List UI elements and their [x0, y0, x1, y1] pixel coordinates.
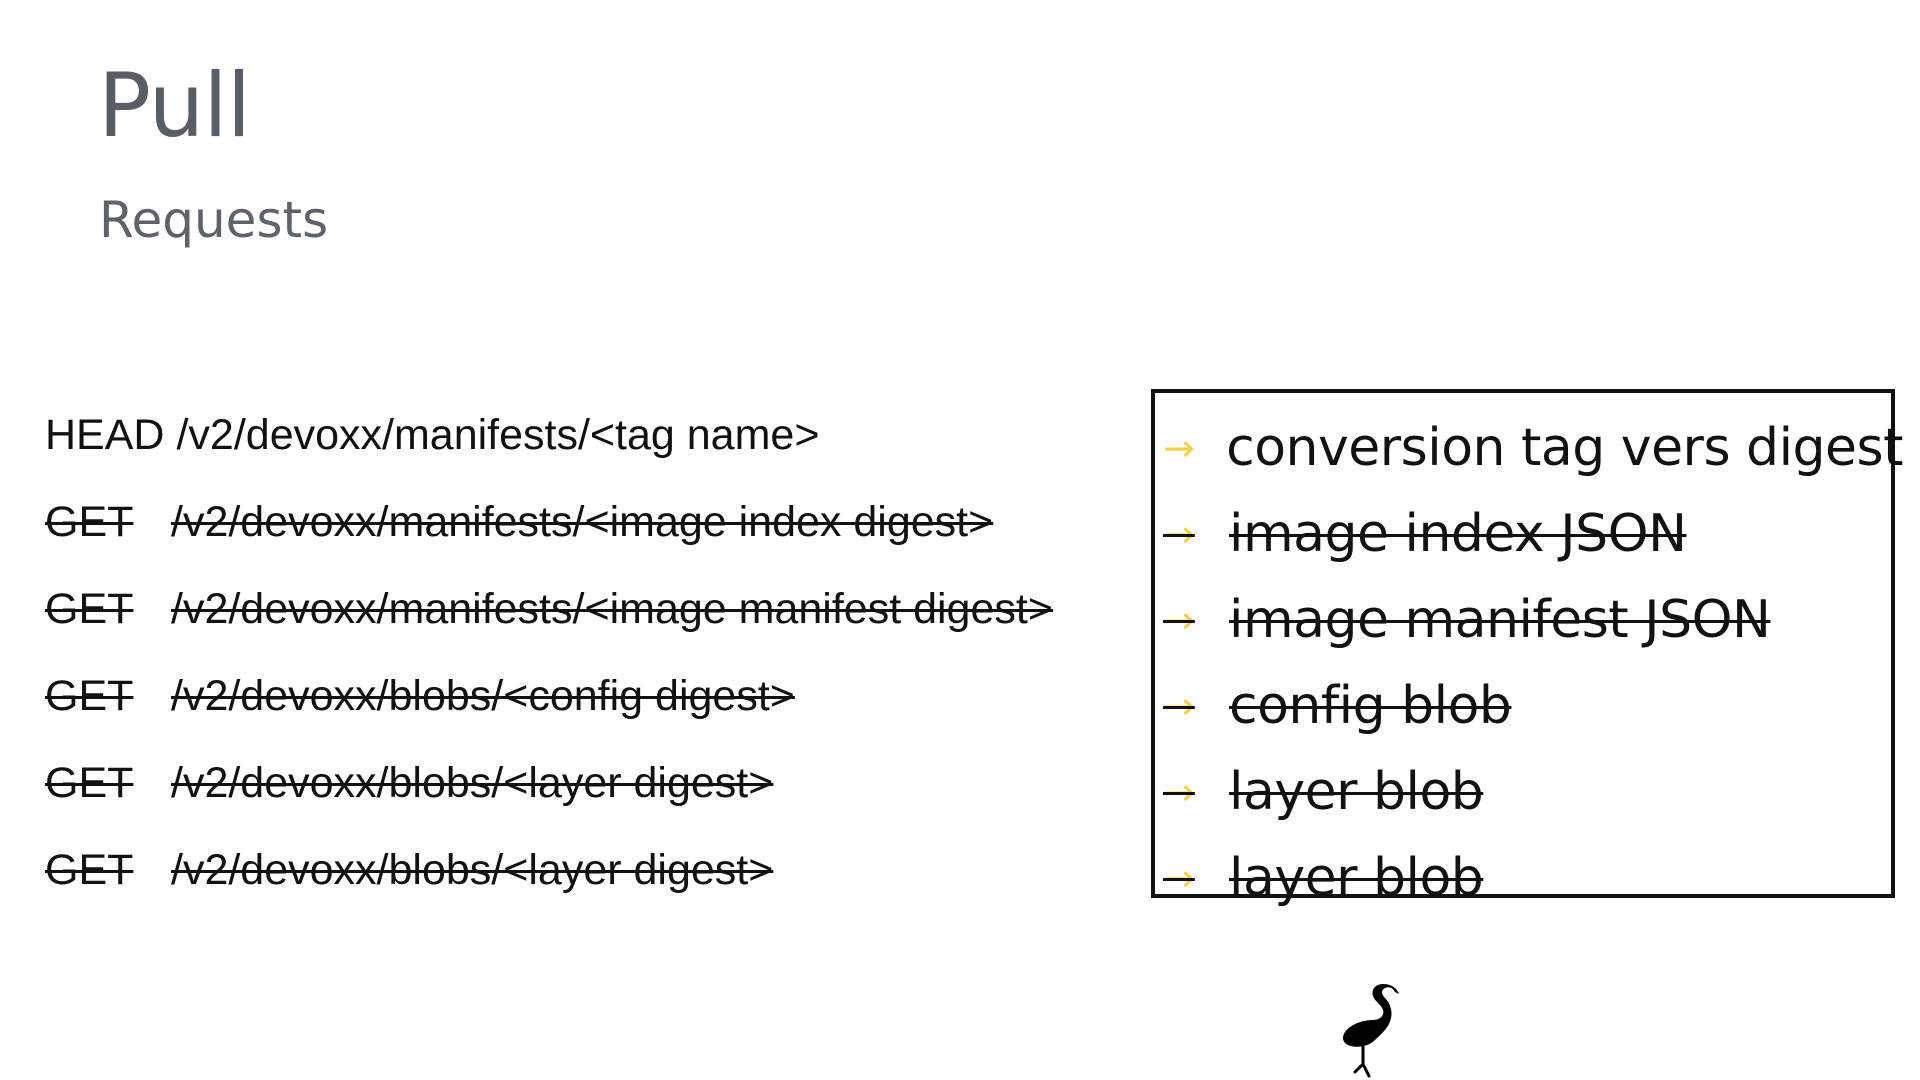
- request-row: GET /v2/devoxx/blobs/<layer digest>: [45, 827, 1135, 914]
- response-row: → image index JSON: [1163, 491, 1903, 577]
- request-path: /v2/devoxx/manifests/<tag name>: [176, 411, 820, 459]
- request-method: GET: [45, 759, 134, 807]
- response-text: layer blob: [1229, 848, 1484, 908]
- arrow-right-icon: →: [1163, 770, 1195, 814]
- response-row: → config blob: [1163, 663, 1903, 749]
- request-method: GET: [45, 672, 134, 720]
- page-title: Pull: [98, 54, 251, 157]
- arrow-right-icon: →: [1163, 598, 1195, 642]
- request-row: GET /v2/devoxx/manifests/<image manifest…: [45, 566, 1135, 653]
- request-row: GET /v2/devoxx/blobs/<config digest>: [45, 653, 1135, 740]
- response-row: → image manifest JSON: [1163, 577, 1903, 663]
- request-method: GET: [45, 498, 134, 546]
- response-text: layer blob: [1229, 762, 1484, 822]
- response-text: config blob: [1229, 676, 1512, 736]
- response-text: image index JSON: [1229, 504, 1687, 564]
- page-subtitle: Requests: [99, 191, 329, 249]
- arrow-right-icon: →: [1163, 856, 1195, 900]
- arrow-right-icon: →: [1163, 512, 1195, 556]
- request-method: GET: [45, 846, 134, 894]
- response-text: image manifest JSON: [1229, 590, 1771, 650]
- arrow-right-icon: →: [1163, 426, 1195, 470]
- response-row: → layer blob: [1163, 835, 1903, 921]
- request-row: GET /v2/devoxx/manifests/<image index di…: [45, 479, 1135, 566]
- request-path: /v2/devoxx/blobs/<layer digest>: [171, 846, 774, 894]
- request-path: /v2/devoxx/blobs/<config digest>: [171, 672, 795, 720]
- flamingo-icon: [1343, 984, 1399, 1078]
- request-row: HEAD /v2/devoxx/manifests/<tag name>: [45, 392, 1135, 479]
- request-path: /v2/devoxx/manifests/<image index digest…: [171, 498, 994, 546]
- arrow-right-icon: →: [1163, 684, 1195, 728]
- request-path: /v2/devoxx/manifests/<image manifest dig…: [171, 585, 1053, 633]
- response-box: → conversion tag vers digest → image ind…: [1151, 389, 1903, 908]
- request-method: GET: [45, 585, 134, 633]
- response-text: conversion tag vers digest: [1226, 418, 1903, 478]
- request-method: HEAD: [45, 411, 165, 459]
- request-list: HEAD /v2/devoxx/manifests/<tag name> GET…: [45, 392, 1135, 914]
- request-row: GET /v2/devoxx/blobs/<layer digest>: [45, 740, 1135, 827]
- response-row: → conversion tag vers digest: [1163, 405, 1903, 491]
- request-path: /v2/devoxx/blobs/<layer digest>: [171, 759, 774, 807]
- response-row: → layer blob: [1163, 749, 1903, 835]
- response-list: → conversion tag vers digest → image ind…: [1163, 405, 1903, 921]
